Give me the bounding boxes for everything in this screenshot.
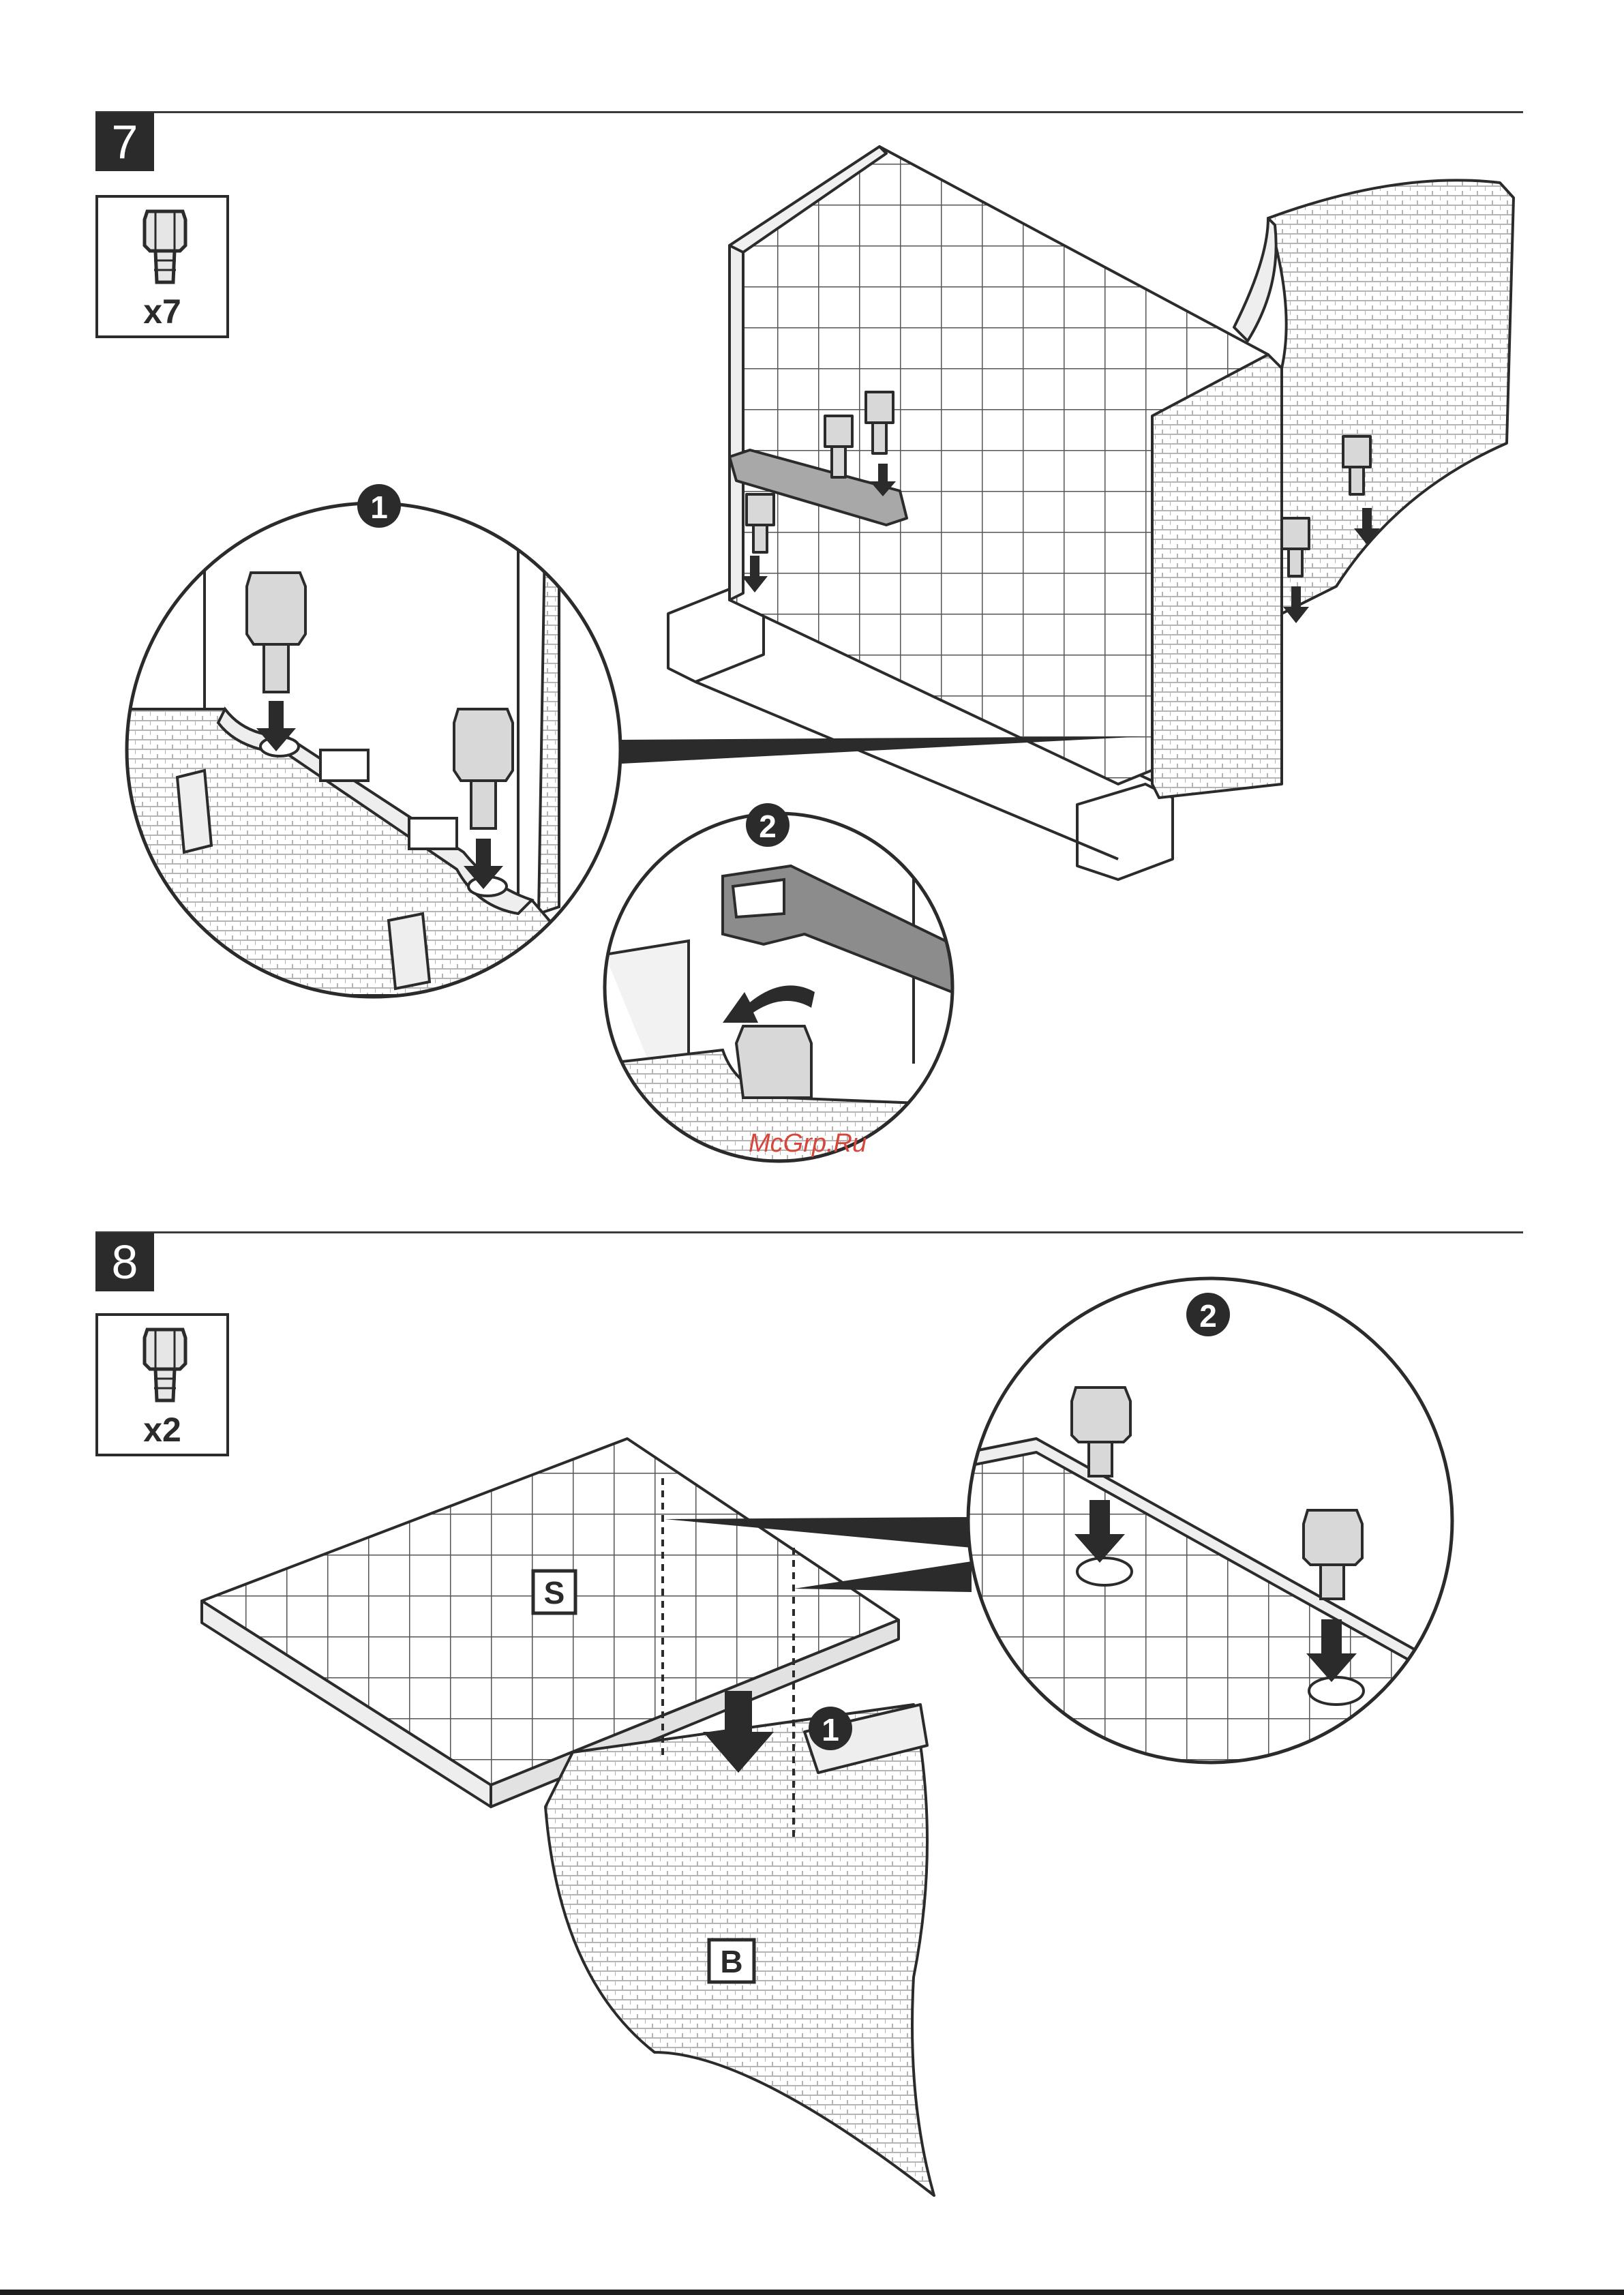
watermark: McGrp.Ru xyxy=(749,1129,867,1158)
step-8-callout-2-label: 2 xyxy=(1199,1298,1217,1334)
step-8-callout-1: 1 xyxy=(809,1707,852,1750)
step-8-detail-2 xyxy=(968,1278,1452,1762)
step-7-assembly xyxy=(668,147,1514,880)
step-7-callout-2: 2 xyxy=(746,803,790,847)
step-7-callout-2-label: 2 xyxy=(759,809,777,844)
step-8-callout-2: 2 xyxy=(1186,1293,1230,1336)
step-7-callout-1: 1 xyxy=(357,484,401,528)
step-7-callout-1-label: 1 xyxy=(370,490,388,525)
bottom-rule xyxy=(0,2290,1624,2295)
panel-label-b-text: B xyxy=(720,1944,742,1979)
step-8-assembly xyxy=(202,1439,934,2195)
panel-label-s-text: S xyxy=(544,1575,565,1610)
step-7-detail-1 xyxy=(127,503,620,997)
panel-label-s: S xyxy=(533,1571,575,1613)
panel-label-b: B xyxy=(709,1940,754,1982)
step-8-callout-1-label: 1 xyxy=(822,1712,839,1747)
step-7-detail-2 xyxy=(605,813,1050,1161)
